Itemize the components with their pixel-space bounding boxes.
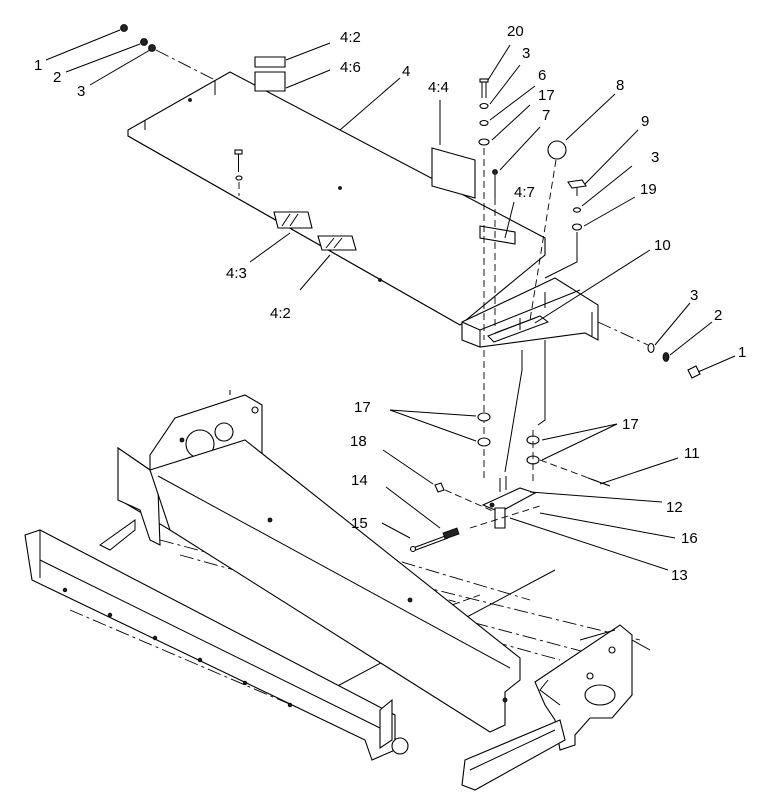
callout-11: 11 xyxy=(684,445,700,462)
callout-14: 14 xyxy=(351,472,368,489)
decal-4-6 xyxy=(254,71,286,92)
front-bar xyxy=(24,529,409,761)
callout-4: 4 xyxy=(402,63,410,80)
right-side-plate xyxy=(461,624,651,791)
callout-2: 2 xyxy=(53,69,61,86)
top-cover-panel xyxy=(127,71,546,326)
decal-4-2-top xyxy=(254,56,286,68)
callout-9: 9 xyxy=(641,113,649,130)
screw-18 xyxy=(434,482,445,493)
decal-4-3 xyxy=(273,211,313,229)
callout-labels: 1 2 3 4:2 4:6 4 4:4 20 3 6 17 7 8 9 3 19… xyxy=(34,23,746,584)
callout-4-7: 4:7 xyxy=(514,184,535,201)
callout-4-2: 4:2 xyxy=(270,305,291,322)
spring-pin xyxy=(409,527,460,553)
callout-12: 12 xyxy=(666,499,683,516)
center-stack-fasteners xyxy=(478,78,498,340)
decal-4-4 xyxy=(431,147,476,199)
right-fasteners xyxy=(597,321,701,379)
rod-11 xyxy=(539,459,611,487)
callout-3: 3 xyxy=(651,149,659,166)
callout-4-2: 4:2 xyxy=(340,29,361,46)
decal-4-7 xyxy=(479,225,516,245)
pivot-bracket xyxy=(444,476,541,529)
callout-13: 13 xyxy=(671,567,688,584)
callout-10: 10 xyxy=(654,237,671,254)
callout-3: 3 xyxy=(77,83,85,100)
callout-8: 8 xyxy=(616,77,624,94)
callout-17: 17 xyxy=(354,399,371,416)
lower-washers xyxy=(477,350,540,485)
bracket-strap xyxy=(504,340,546,473)
console-bracket xyxy=(461,277,599,348)
leader-lines xyxy=(45,29,736,571)
panel-screw xyxy=(234,149,243,196)
right-top-fasteners xyxy=(544,179,587,279)
callout-3: 3 xyxy=(690,287,698,304)
knob xyxy=(529,140,567,321)
decal-4-2-bottom xyxy=(317,235,357,251)
callout-6: 6 xyxy=(538,67,546,84)
callout-1: 1 xyxy=(738,344,746,361)
callout-20: 20 xyxy=(507,23,524,40)
frame-beam xyxy=(149,439,521,733)
callout-4-4: 4:4 xyxy=(428,79,449,96)
callout-17: 17 xyxy=(622,416,639,433)
left-fasteners-top xyxy=(120,24,216,81)
callout-7: 7 xyxy=(542,107,550,124)
callout-4-3: 4:3 xyxy=(226,265,247,282)
callout-1: 1 xyxy=(34,57,42,74)
callout-2: 2 xyxy=(714,307,722,324)
callout-15: 15 xyxy=(351,515,368,532)
callout-16: 16 xyxy=(681,530,698,547)
callout-3: 3 xyxy=(522,45,530,62)
callout-4-6: 4:6 xyxy=(340,59,361,76)
callout-19: 19 xyxy=(640,181,657,198)
callout-17: 17 xyxy=(538,87,555,104)
callout-18: 18 xyxy=(350,433,367,450)
